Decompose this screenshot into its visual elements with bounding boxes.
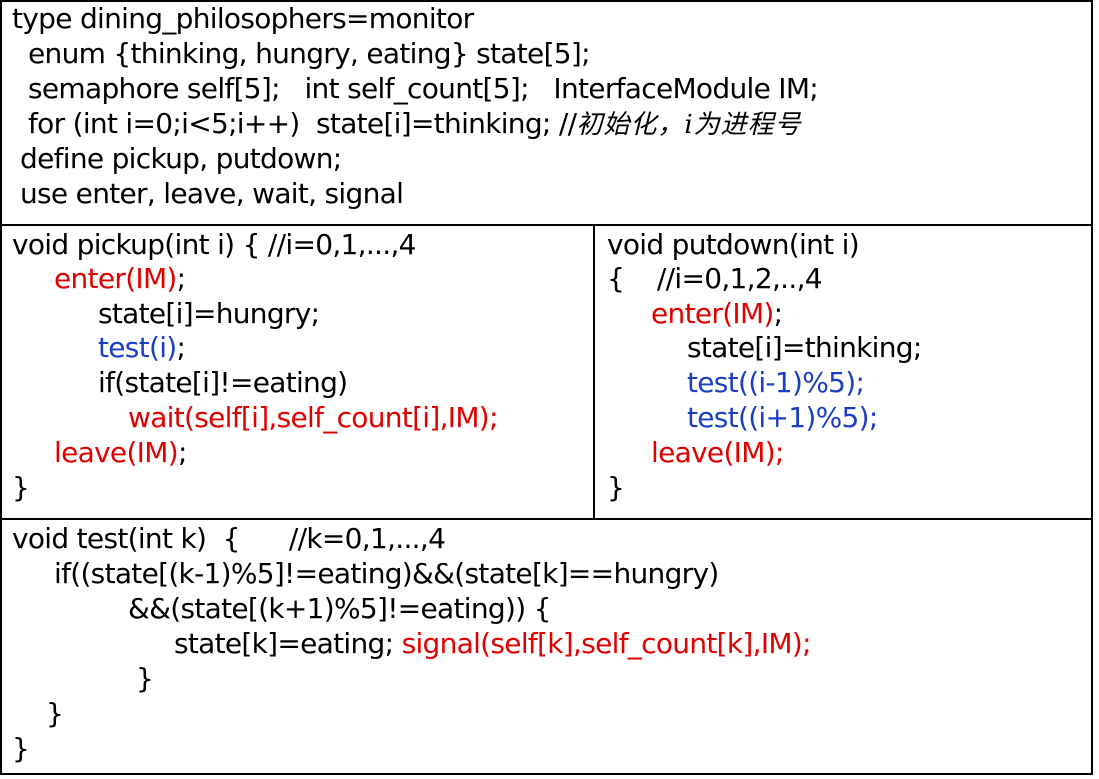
code-text: ;	[773, 297, 783, 330]
code-line: state[i]=hungry;	[98, 297, 320, 330]
code-text: ;	[177, 436, 187, 469]
test-call: test(i)	[98, 331, 177, 364]
enter-call: enter(IM)	[54, 262, 177, 295]
code-line: if(state[i]!=eating)	[98, 366, 348, 399]
leave-call: leave(IM)	[54, 436, 179, 469]
code-line: enum {thinking, hungry, eating} state[5]…	[28, 37, 591, 70]
wait-call: wait(self[i],self_count[i],IM);	[128, 401, 498, 434]
code-line: void putdown(int i)	[607, 228, 860, 261]
code-line: enter(IM);	[54, 262, 186, 296]
code-line: leave(IM);	[54, 436, 187, 470]
code-line: void test(int k) { //k=0,1,...,4	[12, 522, 446, 555]
code-line: }	[607, 471, 625, 504]
code-text: for (int i=0;i<5;i++) state[i]=thinking;…	[28, 107, 577, 140]
test-call: test((i+1)%5);	[687, 401, 878, 434]
divider-header	[0, 224, 1093, 226]
test-call: test((i-1)%5);	[687, 366, 865, 399]
divider-columns	[593, 224, 595, 520]
divider-functions	[0, 518, 1093, 520]
leave-call: leave(IM);	[651, 436, 784, 469]
code-line: void pickup(int i) { //i=0,1,...,4	[12, 228, 416, 261]
code-line: enter(IM);	[651, 297, 783, 331]
code-text: ;	[176, 331, 186, 364]
code-line: test(i);	[98, 331, 186, 365]
code-line: define pickup, putdown;	[20, 142, 342, 175]
code-line: use enter, leave, wait, signal	[20, 177, 404, 210]
chinese-comment: 初始化，i为进程号	[576, 110, 802, 140]
code-line: }	[12, 471, 30, 504]
enter-call: enter(IM)	[651, 297, 774, 330]
code-line: { //i=0,1,2,..,4	[607, 262, 823, 295]
code-line: state[i]=thinking;	[687, 331, 922, 364]
code-line: type dining_philosophers=monitor	[12, 2, 474, 35]
signal-call: signal(self[k],self_count[k],IM);	[401, 627, 812, 660]
code-line: &&(state[(k+1)%5]!=eating)) {	[128, 592, 551, 625]
code-text: ;	[176, 262, 186, 295]
code-line: }	[46, 697, 64, 730]
code-line: }	[12, 732, 30, 765]
code-text: state[k]=eating;	[174, 627, 402, 660]
code-line: semaphore self[5]; int self_count[5]; In…	[28, 72, 819, 105]
code-line: state[k]=eating; signal(self[k],self_cou…	[174, 627, 812, 661]
code-line: for (int i=0;i<5;i++) state[i]=thinking;…	[28, 107, 802, 142]
code-line: if((state[(k-1)%5]!=eating)&&(state[k]==…	[54, 557, 719, 590]
code-line: }	[136, 662, 154, 695]
